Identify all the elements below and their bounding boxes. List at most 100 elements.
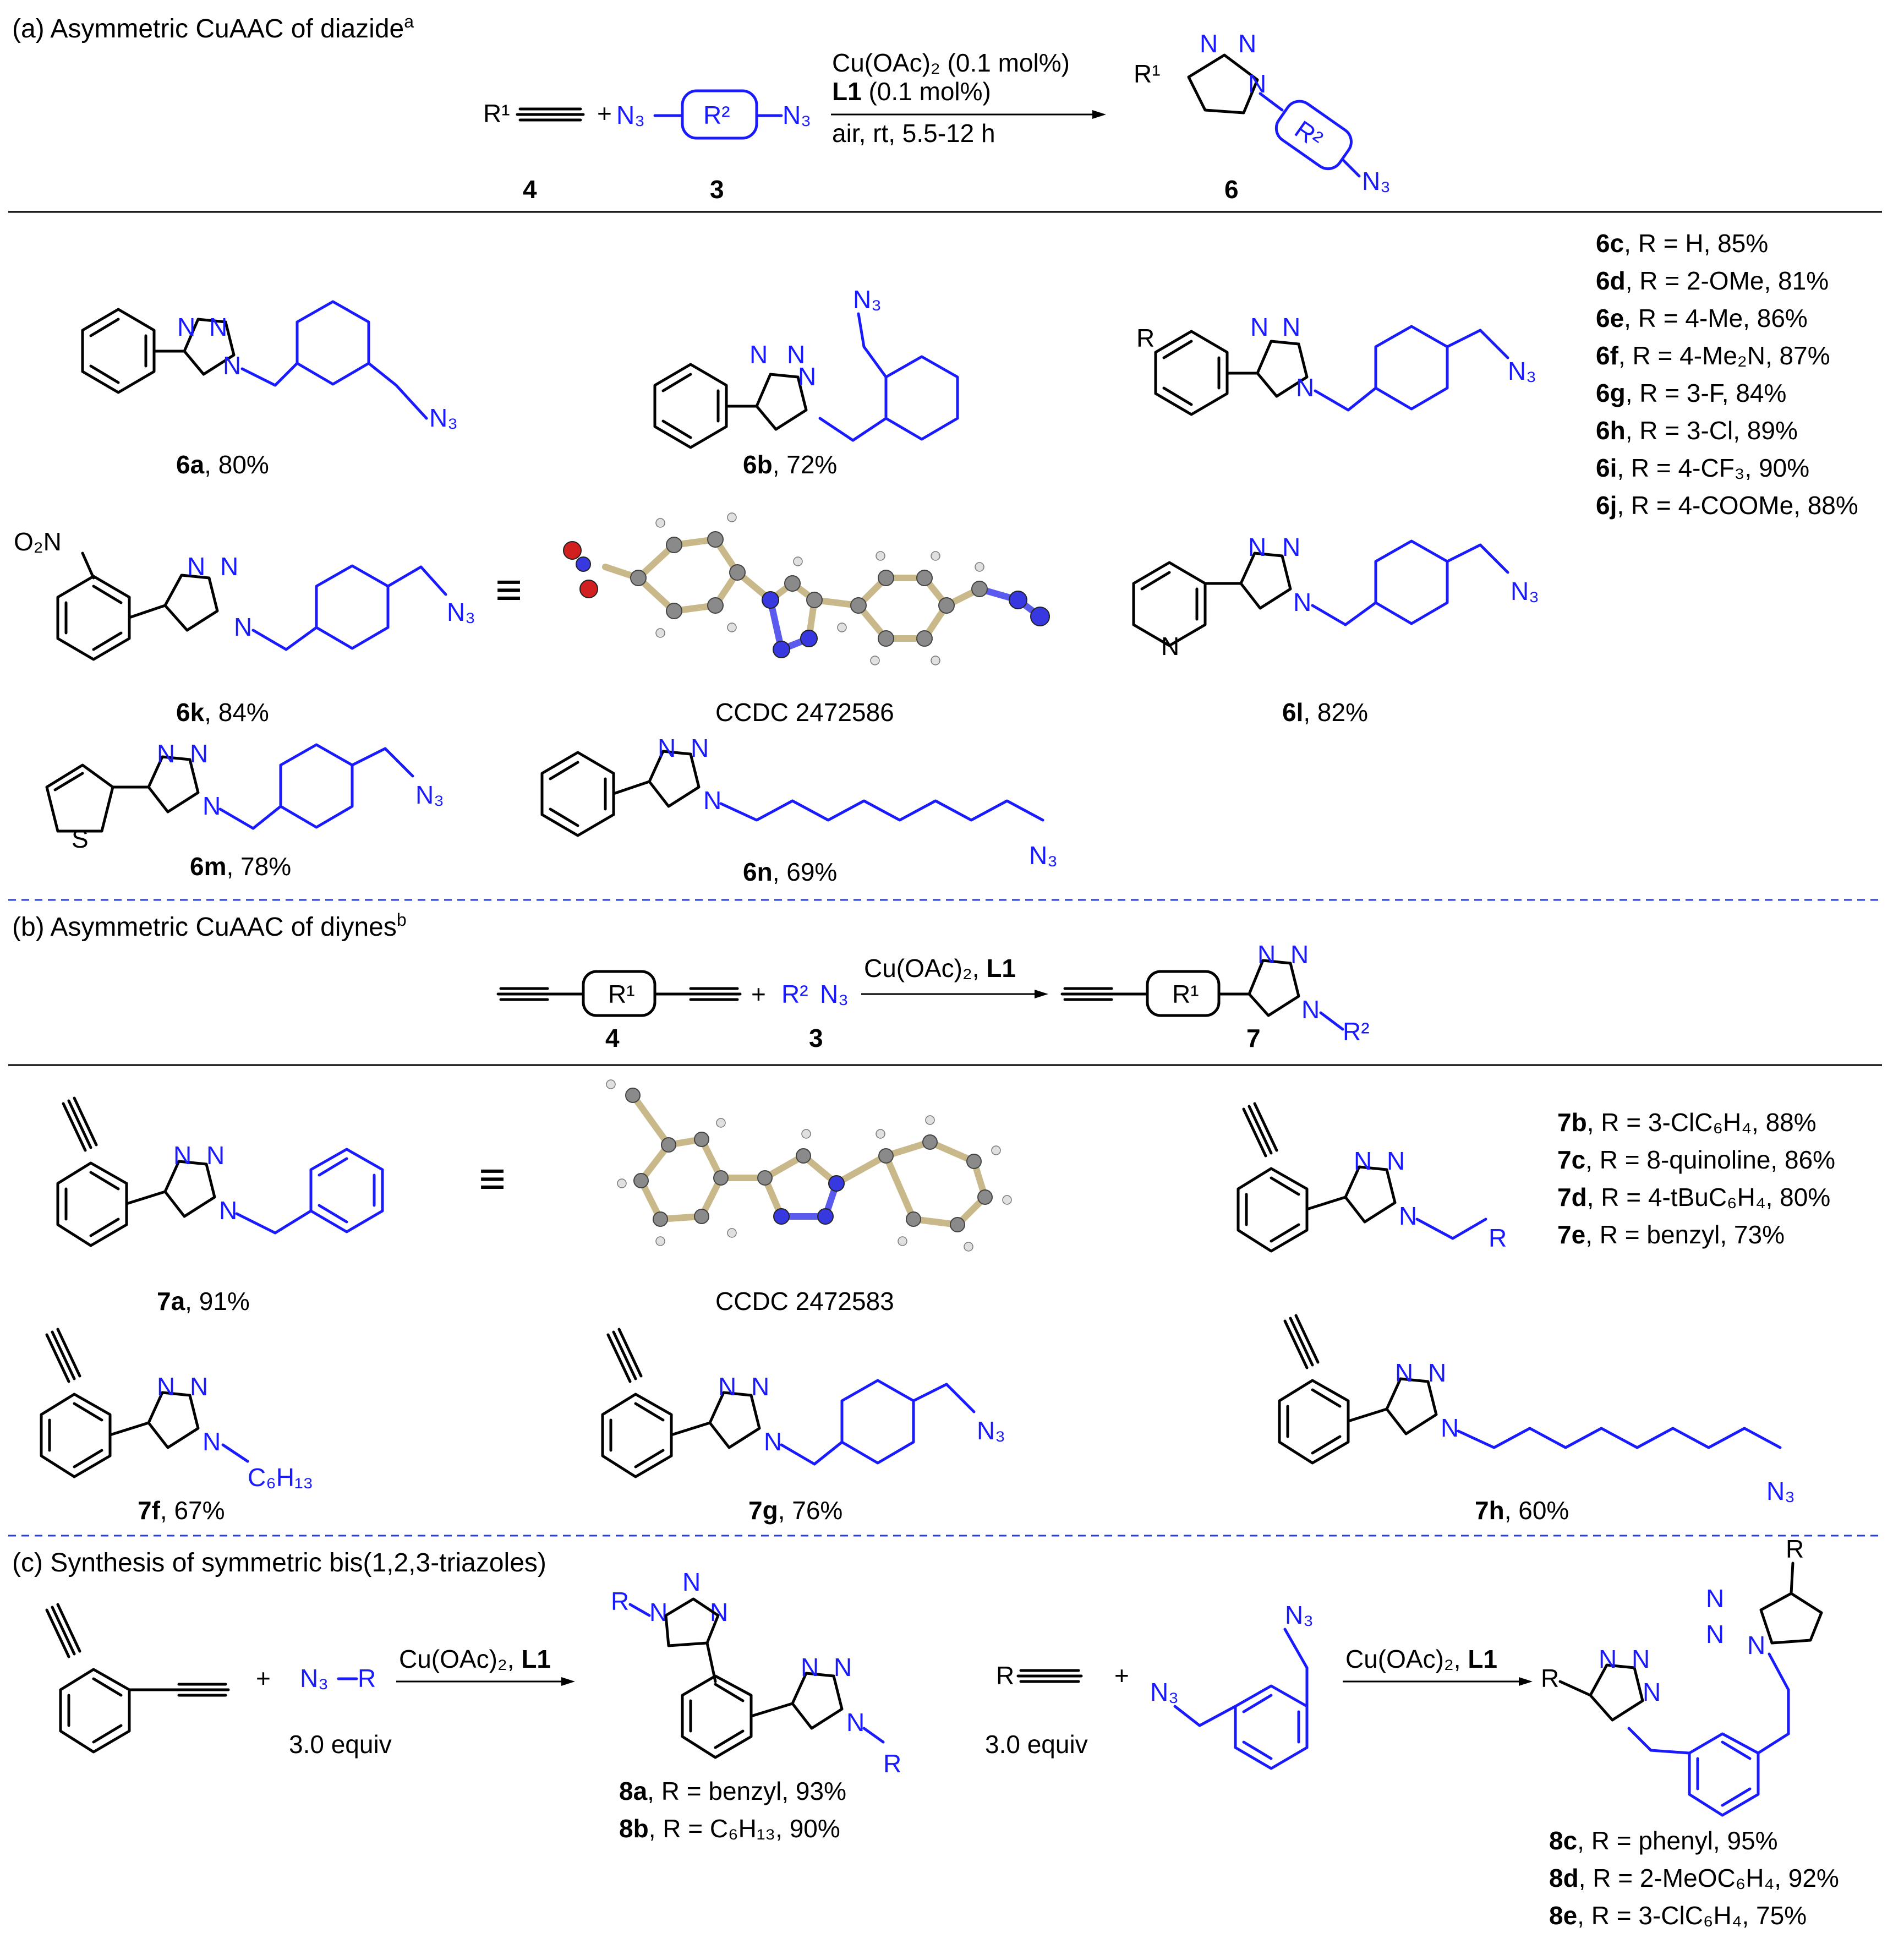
atom-n: N (1599, 1645, 1617, 1673)
atom-r: R (1541, 1664, 1559, 1693)
equivalence-symbol: ≡ (495, 564, 522, 615)
list-item: 6d, R = 2-OMe, 81% (1596, 266, 1829, 295)
atom-n: N (649, 1598, 668, 1626)
list-6c-6j: 6c, R = H, 85% 6d, R = 2-OMe, 81% 6e, R … (1596, 229, 1858, 520)
atom-n: N (190, 739, 208, 768)
atom-n: N (1643, 1678, 1661, 1706)
product-label-6n: 6n, 69% (743, 858, 837, 886)
atom-n: N (203, 791, 221, 820)
list-item: 6f, R = 4-Me₂N, 87% (1596, 341, 1830, 370)
section-c-title: (c) Synthesis of symmetric bis(1,2,3-tri… (12, 1548, 546, 1577)
atom-n3: N₃ (1362, 167, 1391, 195)
structure-6k: O₂N N N N N₃ 6k, 84% (14, 527, 475, 727)
atom-n: N (187, 552, 205, 581)
atom-n: N (691, 734, 709, 762)
product-label-8b: 8b, R = C₆H₁₃, 90% (619, 1814, 840, 1843)
atom-n: N (1238, 29, 1256, 58)
plus-sign: + (256, 1664, 271, 1693)
atom-n: N (1387, 1147, 1405, 1175)
equivalence-symbol: ≡ (479, 1153, 506, 1204)
reaction-b-condition: Cu(OAc)₂, L1 (864, 954, 1016, 982)
atom-n: N (1428, 1358, 1446, 1387)
structure-7b-7e: N N N R (1236, 1102, 1507, 1253)
atom-n: N (1250, 313, 1268, 341)
atom-r: R (883, 1749, 901, 1778)
list-item: 6g, R = 3-F, 84% (1596, 379, 1786, 407)
atom-n: N (1248, 533, 1266, 561)
atom-n: N (1282, 533, 1300, 561)
reaction-c1-condition: Cu(OAc)₂, L1 (399, 1645, 551, 1673)
structure-diethynylbenzene (45, 1603, 230, 1754)
atom-r2: R² (781, 980, 808, 1008)
structure-7h: N N N N₃ 7h, 60% (1278, 1314, 1795, 1525)
product-label-6b: 6b, 72% (743, 450, 837, 479)
atom-n: N (1290, 940, 1309, 969)
atom-n: N (703, 786, 721, 815)
product-label-6a: 6a, 80% (176, 450, 269, 479)
list-item: 7c, R = 8-quinoline, 86% (1557, 1145, 1835, 1174)
structure-6a: N N N N₃ 6a, 80% (81, 300, 458, 479)
product-label-7f: 7f, 67% (138, 1496, 225, 1525)
atom-n: N (206, 1141, 225, 1170)
atom-n: N (798, 362, 816, 391)
product-label-6k: 6k, 84% (176, 698, 269, 727)
compound-label-6: 6 (1224, 175, 1239, 204)
atom-r: R (1489, 1224, 1507, 1252)
atom-n3: N₃ (1766, 1477, 1795, 1505)
atom-n3: N₃ (977, 1416, 1005, 1445)
plus-sign: + (751, 980, 766, 1008)
plus-sign: + (1114, 1661, 1129, 1690)
atom-n3: N₃ (1508, 357, 1536, 385)
reaction-a-condition-2: L1 (0.1 mol%) (832, 77, 991, 106)
atom-n: N (220, 552, 238, 581)
atom-r: R (1786, 1535, 1804, 1563)
reaction-a-scheme: R¹ + N₃ R² N₃ Cu(OAc)₂ (0.1 mol%) L1 (0.… (483, 29, 1391, 204)
atom-c6h13: C₆H₁₃ (248, 1463, 313, 1492)
atom-n3: N₃ (1029, 841, 1058, 870)
list-item: 7e, R = benzyl, 73% (1557, 1220, 1785, 1249)
reaction-a-condition-3: air, rt, 5.5-12 h (832, 119, 995, 148)
atom-n: N (219, 1196, 237, 1225)
structure-6n: N N N N₃ 6n, 69% (540, 734, 1058, 886)
atom-n: N (203, 1427, 221, 1456)
atom-n3: N₃ (1150, 1678, 1179, 1706)
product-label-8c: 8c, R = phenyl, 95% (1549, 1826, 1778, 1855)
list-7b-7e: 7b, R = 3-ClC₆H₄, 88% 7c, R = 8-quinolin… (1557, 1108, 1835, 1249)
atom-n: N (1706, 1620, 1724, 1648)
product-label-8e: 8e, R = 3-ClC₆H₄, 75% (1549, 1901, 1807, 1930)
atom-n: N (749, 340, 768, 369)
ccdc-label-6k: CCDC 2472586 (715, 698, 894, 727)
atom-r1: R¹ (608, 980, 635, 1008)
atom-n: N (173, 1141, 192, 1170)
list-item: 6h, R = 3-Cl, 89% (1596, 416, 1798, 445)
atom-n: N (751, 1372, 769, 1401)
atom-n: N (764, 1427, 782, 1456)
structure-8a-8b: R N N N N N N R (611, 1568, 901, 1778)
reaction-c2-condition: Cu(OAc)₂, L1 (1345, 1645, 1497, 1673)
compound-label-7: 7 (1246, 1024, 1261, 1052)
product-label-8d: 8d, R = 2-MeOC₆H₄, 92% (1549, 1864, 1839, 1892)
atom-n: N (1706, 1584, 1724, 1613)
structure-8c-8e: R N N N R N N N (1541, 1535, 1823, 1817)
list-item: 6j, R = 4-COOMe, 88% (1596, 491, 1858, 520)
atom-n3: N₃ (783, 101, 811, 129)
list-item: 7b, R = 3-ClC₆H₄, 88% (1557, 1108, 1817, 1137)
atom-r1: R¹ (1134, 59, 1161, 88)
structure-6c-6j: R N N N N₃ (1136, 313, 1536, 416)
atom-n: N (1293, 588, 1311, 616)
atom-n: N (1200, 29, 1218, 58)
list-item: 6i, R = 4-CF₃, 90% (1596, 454, 1809, 482)
atom-n: N (1257, 940, 1276, 969)
section-b-title: (b) Asymmetric CuAAC of diynesb (12, 910, 407, 942)
atom-r2: R² (703, 101, 730, 129)
atom-n: N (1282, 313, 1300, 341)
atom-n: N (801, 1653, 819, 1682)
equiv-label: 3.0 equiv (289, 1730, 392, 1759)
compound-label-4: 4 (523, 175, 537, 204)
atom-n3: N₃ (820, 980, 849, 1008)
reaction-b-scheme: R¹ + R² N₃ Cu(OAc)₂, L1 R¹ N N N R² 4 3 … (496, 940, 1370, 1052)
reaction-a-condition-1: Cu(OAc)₂ (0.1 mol%) (832, 48, 1070, 77)
atom-n: N (834, 1653, 852, 1682)
structure-7a: N N N 7a, 91% (56, 1096, 384, 1315)
ccdc-label-7a: CCDC 2472583 (715, 1287, 894, 1315)
